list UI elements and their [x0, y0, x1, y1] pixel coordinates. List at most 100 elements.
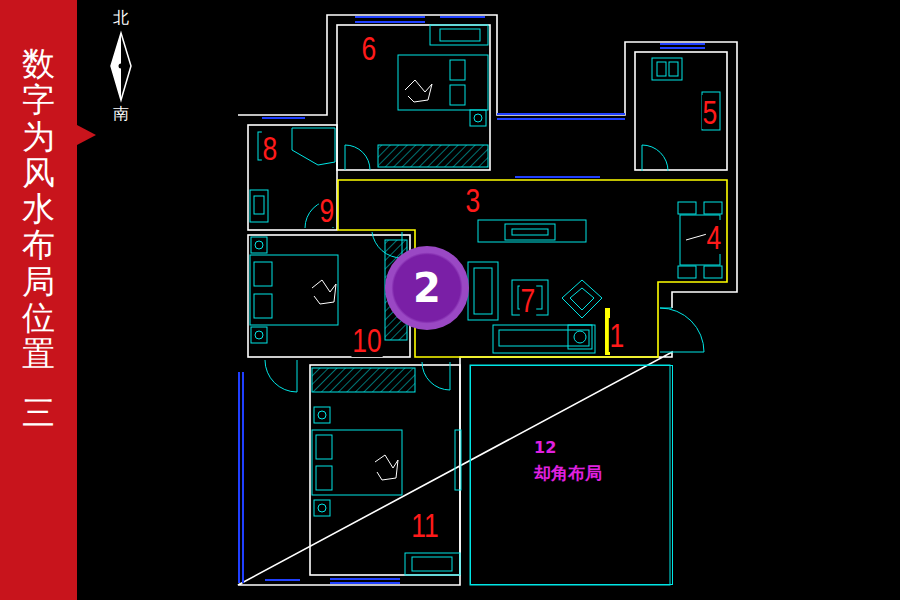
living-furniture — [493, 325, 595, 353]
window — [330, 578, 400, 580]
nightstand — [251, 110, 486, 516]
nightstand — [314, 500, 330, 516]
highlight-circle: 2 — [385, 246, 469, 330]
callout-number: 1 — [609, 318, 625, 352]
menu-glyph: 三 — [22, 395, 55, 431]
bed — [316, 466, 332, 490]
living-zone-outline — [338, 180, 727, 357]
window — [265, 579, 300, 581]
bed — [250, 55, 488, 495]
nightstand — [470, 110, 486, 126]
bed — [450, 85, 465, 105]
bed — [254, 262, 272, 286]
dining-set — [678, 202, 722, 278]
living-furniture — [478, 220, 586, 242]
position-number: 12 — [534, 438, 672, 457]
callout-number: 3 — [465, 183, 481, 217]
dining-set — [678, 202, 696, 214]
kitchen-fixture — [657, 62, 666, 76]
wall-outline — [238, 15, 737, 585]
dining-set — [704, 266, 722, 278]
kitchen-fixture — [652, 58, 682, 80]
nightstand — [251, 327, 267, 343]
kitchen-fixture — [669, 62, 678, 76]
bathroom-fixture — [250, 190, 268, 222]
callout-number: 8 — [262, 131, 278, 165]
bed — [312, 430, 402, 495]
sidebar-arrow — [77, 125, 96, 145]
nightstand — [251, 237, 267, 253]
callout-number: 7 — [520, 283, 536, 317]
door-swing — [422, 362, 450, 390]
nightstand — [314, 407, 330, 423]
living-furniture — [505, 224, 555, 240]
compass-needle — [111, 33, 131, 100]
bathroom-fixture — [250, 25, 488, 575]
living-furniture — [512, 229, 548, 235]
bed — [316, 435, 332, 459]
bathroom-fixture — [440, 29, 480, 41]
callout-number: 5 — [702, 95, 718, 129]
wall-outline — [337, 25, 490, 170]
position-number: 2 — [413, 268, 441, 308]
window — [239, 17, 705, 583]
living-zone-outline — [338, 180, 727, 357]
window — [497, 118, 625, 120]
callout-number: 4 — [706, 220, 722, 254]
window — [515, 176, 600, 178]
wardrobe — [312, 145, 488, 392]
compass-north: 北 — [113, 10, 129, 26]
vertical-caption: 数字为风水布局位置 — [22, 46, 55, 373]
window — [440, 16, 485, 18]
window — [660, 43, 705, 45]
living-furniture — [574, 331, 586, 343]
bedding-scribble — [312, 280, 336, 304]
door-swing — [265, 145, 704, 392]
wall-outline — [238, 15, 737, 585]
nightstand — [318, 504, 326, 512]
living-furniture — [499, 330, 589, 346]
window — [262, 117, 305, 119]
bathroom-fixture — [292, 128, 335, 165]
nightstand — [255, 241, 263, 249]
wall-outline — [635, 52, 727, 170]
callout-number: 6 — [361, 31, 377, 65]
door-swing — [345, 145, 370, 170]
door-swing — [265, 360, 297, 392]
compass-south: 南 — [113, 106, 129, 122]
nightstand — [255, 331, 263, 339]
bed — [254, 294, 272, 318]
compass-needle — [119, 64, 124, 69]
window — [497, 113, 625, 115]
bathroom-fixture — [405, 553, 460, 575]
window — [242, 372, 244, 583]
compass-needle — [111, 33, 131, 100]
door-swing — [660, 308, 704, 352]
wall-outline — [310, 365, 460, 575]
kitchen-fixture — [702, 92, 720, 130]
dining-set — [704, 202, 722, 214]
dining-set — [678, 266, 696, 278]
living-furniture — [468, 262, 498, 320]
bathroom-fixture — [254, 196, 264, 214]
bathroom-fixture — [455, 430, 461, 490]
wardrobe — [378, 145, 488, 167]
callout-number: 11 — [410, 508, 439, 542]
window — [355, 16, 425, 18]
bathroom-fixture — [412, 557, 452, 571]
sidebar-band: 数字为风水布局位置三 — [0, 0, 77, 600]
cut-corner-region: 12 却角布局 — [470, 365, 673, 585]
window — [355, 21, 425, 23]
callout-number: 10 — [351, 323, 382, 357]
window — [660, 47, 705, 49]
bedding-scribble — [405, 80, 432, 102]
wall-outline — [248, 125, 337, 230]
bedding-scribble — [375, 455, 398, 480]
bed — [250, 255, 338, 325]
nightstand — [318, 411, 326, 419]
living-furniture — [562, 280, 602, 318]
living-furniture — [474, 268, 492, 314]
region-name: 却角布局 — [534, 463, 672, 483]
door-swing — [642, 145, 668, 171]
